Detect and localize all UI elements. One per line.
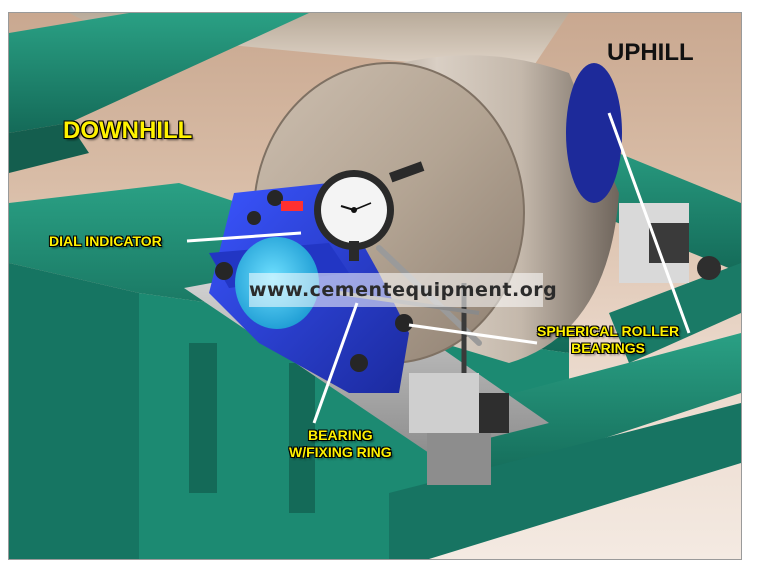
- leader-bearing-fixing-ring: [312, 302, 359, 424]
- magnetic-base: [427, 433, 491, 485]
- front-crossbeam-lower: [389, 403, 741, 559]
- housing-bolt: [395, 314, 413, 332]
- spherical-roller-bearings-label: SPHERICAL ROLLER BEARINGS: [537, 323, 679, 357]
- spherical-roller-label-line2: BEARINGS: [571, 340, 645, 356]
- front-crossbeam: [439, 333, 741, 483]
- right-frame-lower: [609, 263, 741, 363]
- front-adjusting-bolt: [479, 393, 509, 433]
- frame-stiffener-2: [289, 363, 315, 513]
- uphill-label: UPHILL: [607, 39, 694, 66]
- housing-badge: [281, 201, 303, 211]
- back-frame-beam-side: [9, 123, 89, 173]
- downhill-label: DOWNHILL: [63, 117, 193, 144]
- housing-bolt: [267, 190, 283, 206]
- bearing-fixing-ring-label: BEARING W/FIXING RING: [289, 427, 392, 461]
- housing-bolt: [247, 211, 261, 225]
- frame-stiffener-1: [189, 343, 217, 493]
- spherical-roller-label-line1: SPHERICAL ROLLER: [537, 323, 680, 339]
- housing-bolt: [215, 262, 233, 280]
- bearing-label-line2: W/FIXING RING: [289, 444, 392, 460]
- uphill-bolt-head: [697, 256, 721, 280]
- housing-bolt: [350, 354, 368, 372]
- leader-dial-indicator: [186, 231, 302, 243]
- main-frame-left-web: [9, 263, 139, 559]
- leader-spherical-bearing-2: [607, 112, 691, 334]
- watermark: www.cementequipment.org: [249, 273, 557, 307]
- bearing-label-line1: BEARING: [308, 427, 373, 443]
- dial-indicator-label: DIAL INDICATOR: [49, 233, 162, 249]
- dial-stem: [389, 161, 425, 183]
- front-adjusting-block: [409, 373, 479, 433]
- leader-spherical-bearing-1: [408, 323, 538, 345]
- back-frame-beam: [9, 13, 309, 133]
- uphill-bearing-housing: [566, 63, 622, 203]
- image-frame: UPHILL DOWNHILL DIAL INDICATOR SPHERICAL…: [8, 12, 742, 560]
